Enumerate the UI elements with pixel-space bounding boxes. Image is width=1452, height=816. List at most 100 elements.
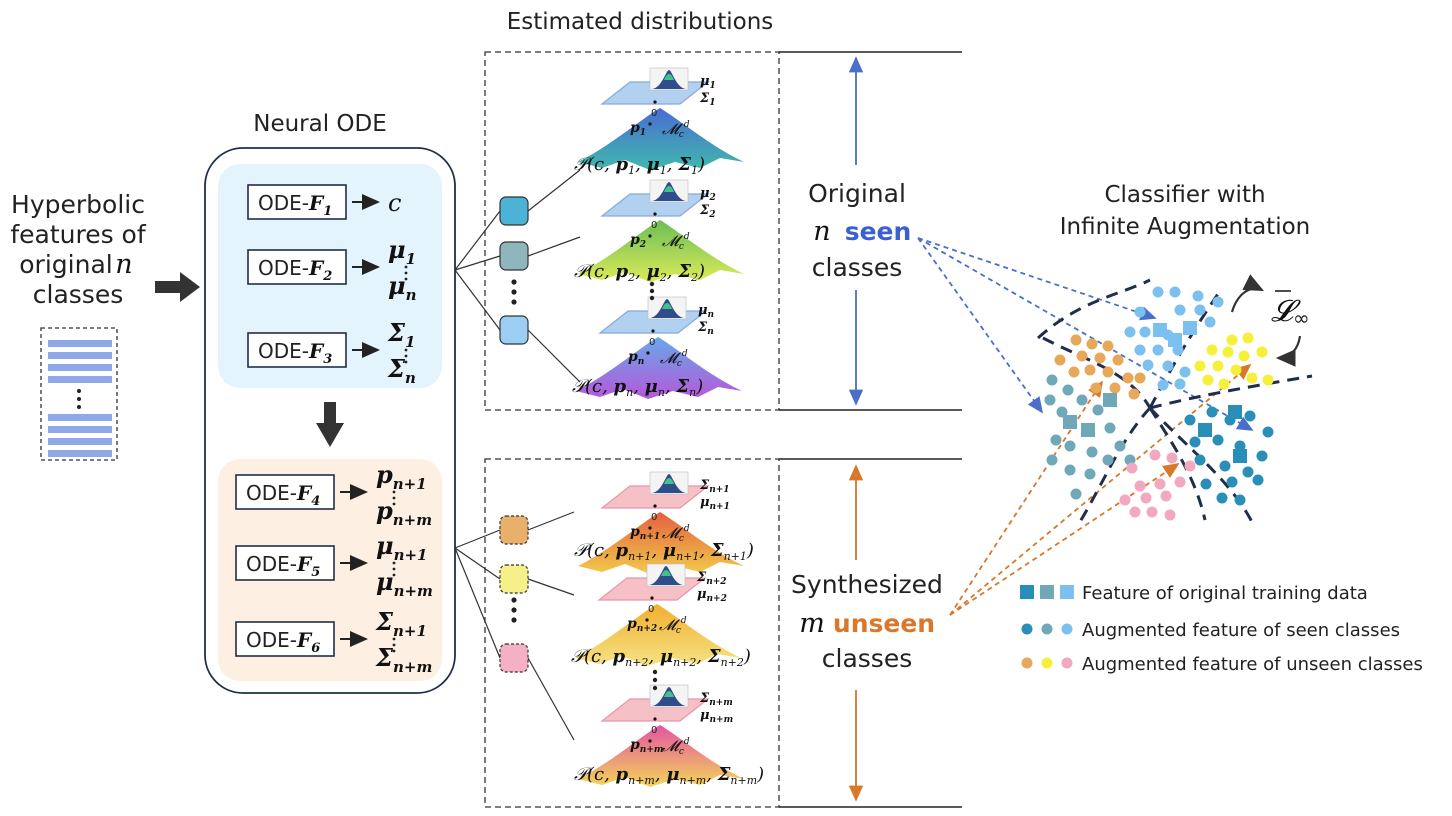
feature-dot (1064, 464, 1076, 476)
feature-dot (1046, 454, 1058, 466)
mu-label: μn+1 (700, 495, 730, 512)
seen-label-var: n (813, 216, 830, 247)
ode-box-label: ODE-F6 (246, 628, 320, 656)
input-label-var: n (115, 249, 132, 280)
feature-dot (1174, 378, 1186, 390)
ode-output-last: Σn+m (375, 643, 432, 676)
seen-bracket (779, 51, 962, 411)
feature-dot (1152, 344, 1164, 356)
distribution-formula: 𝒫(c, p1, μ1, Σ1) (574, 154, 705, 177)
origin-label: 0 (648, 604, 654, 615)
dist-ellipsis-dot (649, 288, 655, 294)
distribution-formula: 𝒫(c, pn+2, μn+2, Σn+2) (571, 646, 751, 669)
feature-dot (1219, 460, 1231, 472)
feature-dot (1212, 434, 1224, 446)
legend-dot (1061, 623, 1073, 635)
feature-dot (1054, 354, 1066, 366)
legend-square (1040, 585, 1054, 599)
ode-output: c (388, 189, 401, 217)
feature-dot (1189, 436, 1201, 448)
classifier-title-line1: Classifier with (1104, 182, 1265, 208)
legend-label: Feature of original training data (1082, 583, 1368, 604)
feature-dot (1174, 304, 1186, 316)
feature-dot (1172, 344, 1184, 356)
feature-dot (1084, 468, 1096, 480)
unseen-label: Synthesized m unseen classes (791, 570, 943, 673)
feature-dot (1126, 462, 1138, 474)
ode-fn-index: 3 (323, 352, 332, 367)
input-label-line4: classes (33, 280, 123, 309)
ode-fn-index: 4 (311, 494, 320, 509)
feature-dot (1256, 346, 1268, 358)
dist-ellipsis-dot (652, 677, 658, 683)
class-chip (499, 315, 529, 345)
loss-subscript: ∞ (1293, 306, 1310, 330)
seen-label: Original n seen classes (808, 179, 911, 282)
feature-dot (1206, 344, 1218, 356)
feature-dot (1146, 506, 1158, 518)
unseen-bracket (779, 458, 962, 808)
ode-box (247, 184, 347, 220)
feature-dot (1166, 452, 1178, 464)
sigma-label: Σn+2 (696, 570, 727, 587)
ode-fn-symbol: F (308, 191, 325, 215)
legend-square (1060, 585, 1074, 599)
feature-dot (1102, 340, 1114, 352)
feature-dot (1202, 374, 1214, 386)
feature-dot (1164, 509, 1176, 521)
manifold-label: 𝓜cd (662, 120, 690, 140)
legend-dot (1061, 657, 1073, 669)
mu-label: μn (698, 303, 714, 320)
feature-bars-bottom (48, 414, 112, 457)
class-chip (499, 196, 529, 226)
feature-dot (1222, 346, 1234, 358)
feature-dot (1086, 338, 1098, 350)
dist-ellipsis-dot (649, 281, 655, 287)
ode-output-first: μn+1 (376, 531, 428, 564)
ode-box (247, 332, 347, 368)
feature-square (1233, 449, 1247, 463)
legend-dot (1021, 657, 1033, 669)
origin-label: 0 (649, 337, 655, 348)
classifier-title-line2: Infinite Augmentation (1060, 214, 1311, 240)
feature-dot (1194, 304, 1206, 316)
sigma-label: Σ2 (699, 203, 715, 220)
ode-fn-symbol: F (296, 481, 313, 505)
ode-box-label: ODE-F3 (258, 339, 332, 367)
feature-dot (1134, 306, 1146, 318)
feature-stack-border (40, 327, 118, 461)
feature-bar (48, 414, 112, 421)
legend: Feature of original training dataAugment… (1020, 583, 1423, 675)
feature-dot (1244, 410, 1256, 422)
feature-ellipsis-dot (77, 389, 81, 393)
feature-dot (1114, 440, 1126, 452)
feature-dot (1044, 394, 1056, 406)
feature-dot (1090, 382, 1102, 394)
unseen-label-line1: Synthesized (791, 570, 943, 599)
ode-output-last: μn+m (376, 567, 433, 600)
unseen-distributions-box (484, 458, 780, 808)
ode-box (235, 545, 335, 581)
ode-box (235, 621, 335, 657)
legend-label: Augmented feature of unseen classes (1082, 654, 1423, 675)
sigma-label: Σ1 (699, 91, 715, 108)
ode-box (235, 474, 335, 510)
ode-fn-symbol: F (308, 339, 325, 363)
ode-fn-symbol: F (296, 628, 313, 652)
feature-dot (1230, 364, 1242, 376)
projection-arrows (917, 237, 1254, 616)
legend-dot (1021, 623, 1033, 635)
chip-ellipsis-dot (511, 299, 517, 305)
chip-ellipsis-dot (511, 607, 517, 613)
seen-label-line3: classes (812, 253, 902, 282)
manifold-label: 𝓜cd (660, 349, 688, 369)
feature-dot (1046, 374, 1058, 386)
feature-bars-top (48, 340, 112, 383)
